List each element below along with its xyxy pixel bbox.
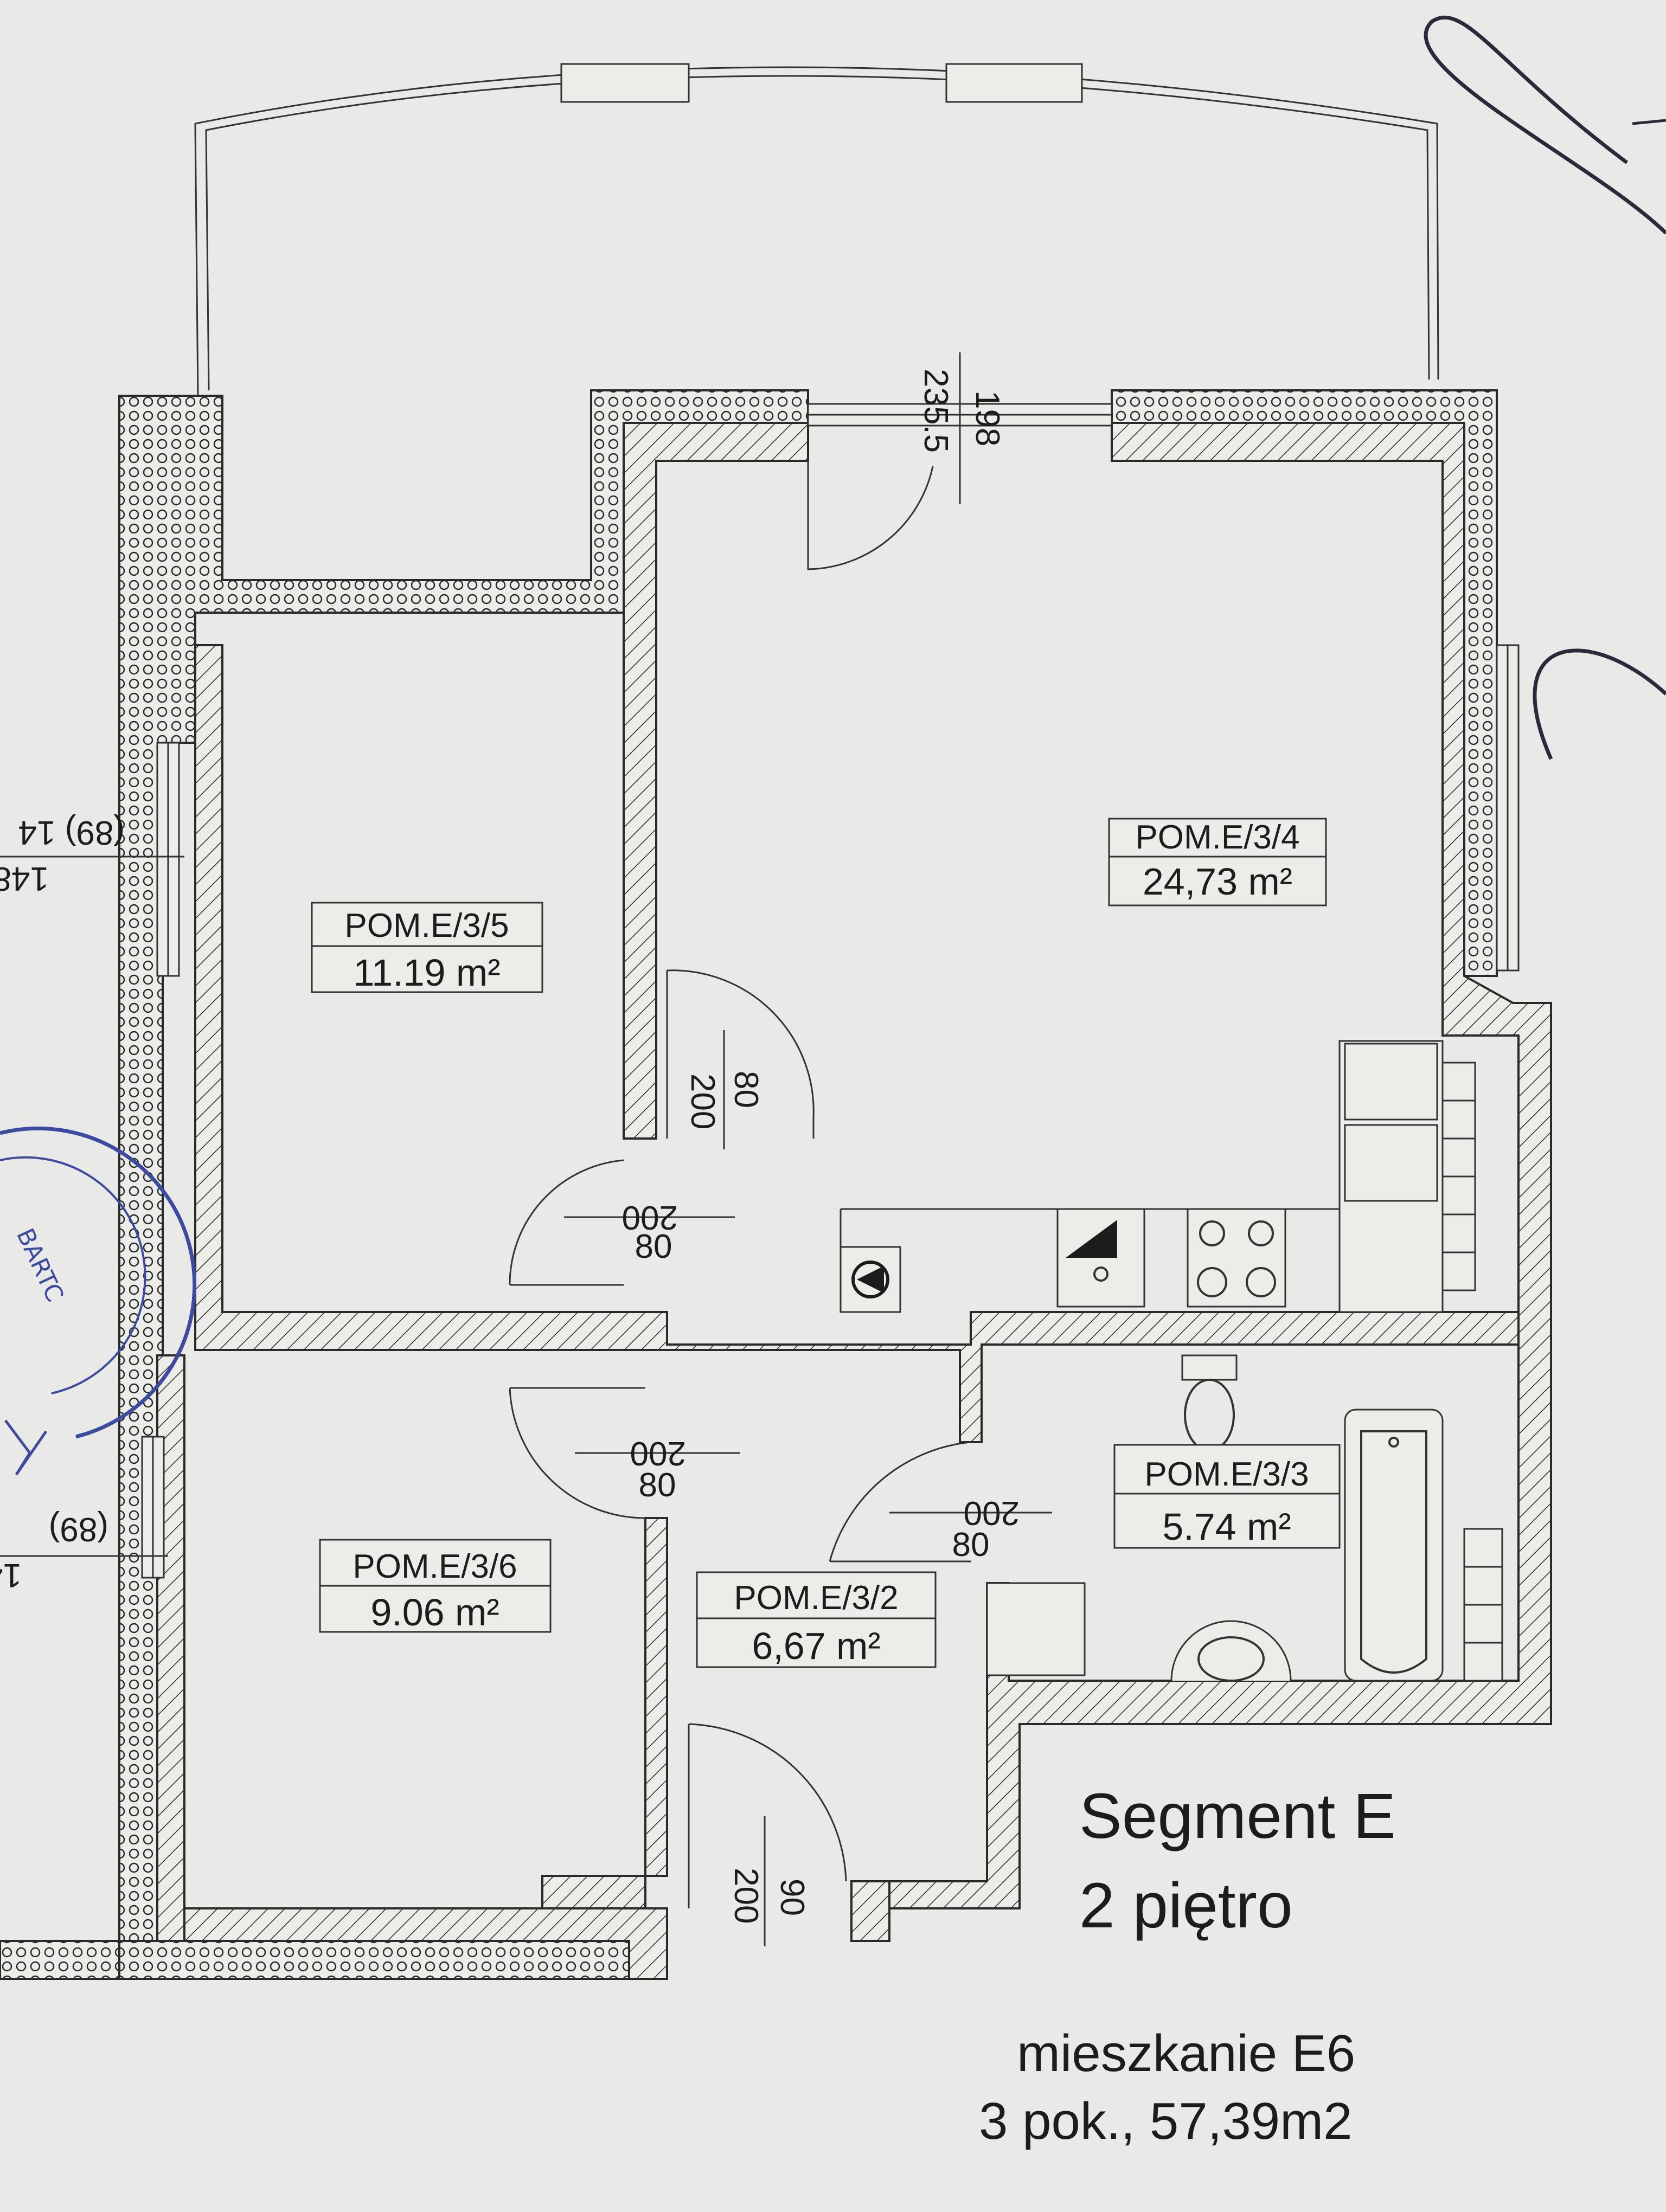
dim-door-entrance: 90 200 [727, 1816, 811, 1946]
window-right [1496, 644, 1520, 972]
side-dim-text-2: 14 [0, 1557, 22, 1594]
room-name: POM.E/3/6 [353, 1548, 517, 1585]
dim-balcony-door: 198 235.5 [917, 369, 1006, 453]
hatched-walls [156, 422, 1552, 1980]
bathroom-fixtures [986, 1354, 1503, 1682]
dim-door-room6: 200 80 [575, 1435, 740, 1504]
washing-machine [986, 1582, 1086, 1676]
sink-1 [1344, 1043, 1438, 1121]
room-label-pom-e-3-5: POM.E/3/5 11.19 m² [311, 902, 543, 994]
dim-door-bath: 200 80 [889, 1494, 1052, 1564]
dim-door-w: 80 [952, 1526, 990, 1564]
kitchen-counter [840, 1040, 1476, 1313]
dim-door-w: 90 [773, 1879, 811, 1916]
dim-door-h: 200 [622, 1199, 678, 1236]
pen-mark-mid [1533, 648, 1666, 760]
room-name: POM.E/3/4 [1135, 819, 1299, 856]
room-area: 5.74 m² [1162, 1506, 1291, 1548]
dim-door-h: 200 [727, 1868, 765, 1924]
floor-title: 2 piętro [1079, 1870, 1293, 1941]
side-dim-text: (89) [49, 1510, 108, 1548]
room-label-pom-e-3-2: POM.E/3/2 6,67 m² [696, 1571, 937, 1668]
window-left-upper [156, 742, 180, 977]
room-label-pom-e-3-4: POM.E/3/4 24,73 m² [1108, 818, 1327, 906]
side-dim-lower: (89) 14 [0, 1510, 168, 1594]
pen-mark-dash [1632, 119, 1666, 125]
sink-2 [1344, 1124, 1438, 1202]
room-area: 11.19 m² [353, 951, 500, 994]
side-dim-text: (89) 14 [18, 814, 125, 851]
dim-door-w: 80 [727, 1071, 765, 1108]
wall-stub-left [0, 1940, 120, 1980]
apartment-summary: 3 pok., 57,39m2 [979, 2092, 1352, 2150]
room-name: POM.E/3/5 [344, 907, 509, 944]
room-label-pom-e-3-3: POM.E/3/3 5.74 m² [1113, 1444, 1341, 1549]
balcony [194, 63, 1439, 396]
window-left-lower [141, 1436, 165, 1579]
dim-door-w: 80 [639, 1467, 676, 1504]
door-swing-room6 [509, 1387, 646, 1519]
segment-title: Segment E [1079, 1780, 1396, 1852]
bathtub [1344, 1409, 1444, 1682]
dim-door-room5: 200 80 [564, 1199, 735, 1265]
room-name: POM.E/3/3 [1144, 1456, 1309, 1493]
door-swing-bath [829, 1441, 971, 1562]
door-swing-room5 [509, 1159, 624, 1285]
dim-door-h: 200 [964, 1494, 1020, 1532]
dim-door-h: 200 [684, 1073, 721, 1129]
info-block: Segment E 2 piętro mieszkanie E6 3 pok.,… [979, 1780, 1396, 2150]
room-label-pom-e-3-6: POM.E/3/6 9.06 m² [319, 1539, 552, 1634]
dim-balcony-a: 198 [969, 390, 1006, 446]
dim-door-h: 200 [630, 1435, 686, 1472]
toilet-tank [1181, 1354, 1238, 1381]
door-swing-entrance [688, 1723, 847, 1882]
pen-mark-top [1424, 15, 1666, 235]
room-area: 24,73 m² [1143, 860, 1292, 903]
balcony-door [807, 352, 1113, 570]
dim-balcony-b: 235.5 [917, 369, 954, 453]
dim-door-w: 80 [635, 1228, 672, 1265]
room-area: 6,67 m² [752, 1625, 880, 1667]
side-dim-upper: (89) 14 148 [0, 814, 184, 897]
side-dim-text-2: 148 [0, 860, 49, 897]
door-swing-livingroom [667, 969, 815, 1139]
room-area: 9.06 m² [370, 1591, 499, 1634]
dim-door-livingroom: 80 200 [684, 1030, 765, 1149]
room-name: POM.E/3/2 [734, 1579, 898, 1617]
apartment-label: mieszkanie E6 [1017, 2024, 1355, 2082]
